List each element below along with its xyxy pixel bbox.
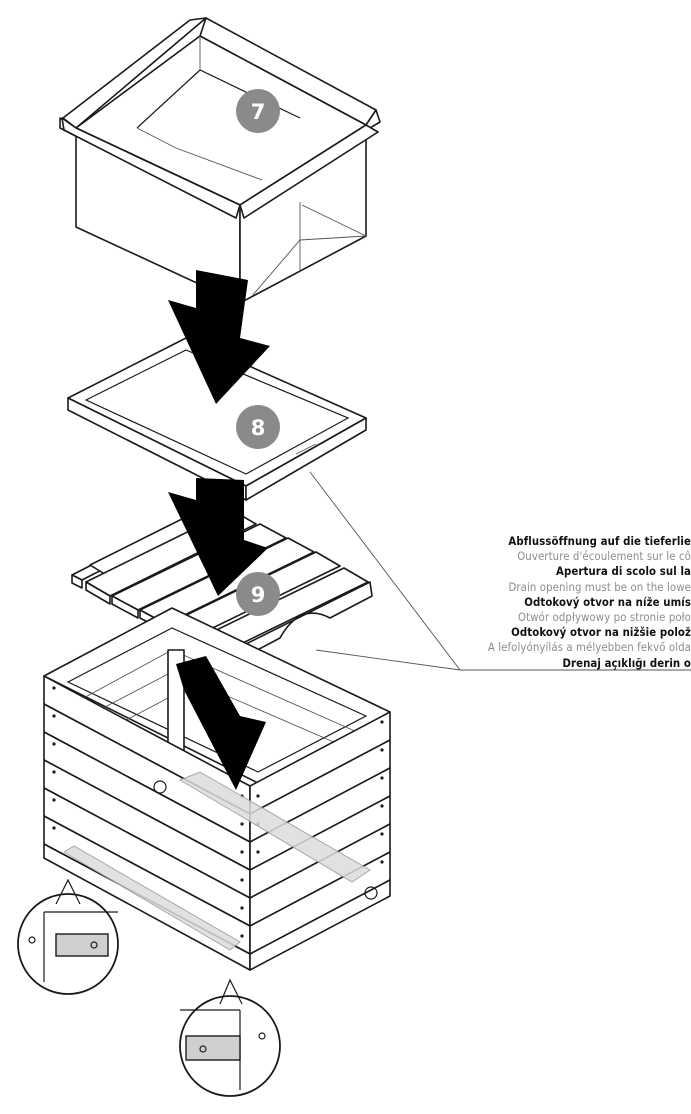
step-badge-8: 8 bbox=[236, 405, 280, 449]
caption-line: Otwór odpływowy po stronie poło bbox=[518, 611, 691, 625]
detail-magnifier-right bbox=[179, 978, 281, 1097]
planter-frame bbox=[43, 607, 391, 971]
caption-line: Odtokový otvor na níže umís bbox=[524, 595, 691, 609]
liner-box bbox=[59, 17, 381, 304]
callout-leaders bbox=[309, 471, 691, 671]
caption-line: Odtokový otvor na nižšie polož bbox=[511, 626, 691, 640]
caption-line: Abflussöffnung auf die tieferlie bbox=[508, 535, 691, 548]
caption-line: Drenaj açıklığı derin o bbox=[562, 656, 691, 670]
detail-magnifier-left bbox=[17, 878, 119, 995]
svg-text:9: 9 bbox=[251, 583, 266, 607]
svg-text:7: 7 bbox=[251, 100, 266, 124]
caption-line: Drain opening must be on the lowe bbox=[508, 580, 691, 594]
caption-line: Apertura di scolo sul la bbox=[556, 565, 691, 579]
drip-tray bbox=[67, 337, 367, 501]
caption-line: A lefolyónyílás a mélyebben fekvő olda bbox=[487, 641, 691, 655]
step-badge-9: 9 bbox=[236, 572, 280, 616]
caption-line: Ouverture d'écoulement sur le cô bbox=[517, 550, 691, 564]
step-badge-7: 7 bbox=[236, 89, 280, 133]
svg-text:8: 8 bbox=[251, 416, 266, 440]
down-arrows bbox=[168, 270, 270, 790]
